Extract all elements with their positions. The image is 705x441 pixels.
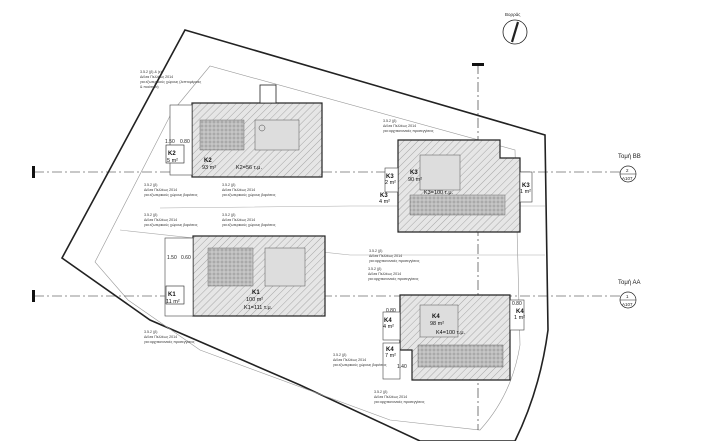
k2-area: 93 m² — [202, 165, 216, 171]
k3-labels: K3 90 m² K3=100 τ.μ. K3 2 m² K3 4 m² K3 … — [379, 170, 531, 205]
k2-total: K2=56 τ.μ. — [236, 165, 262, 171]
note-k1-tl-3: για εξωτερικούς χώρους βαρέσεις — [144, 223, 198, 227]
note-k2-bl-3: για εξωτερικούς χώρους βαρέσεις — [144, 193, 198, 197]
note-k2-top-1: 3.5.2 (β) & (ε) — [140, 70, 162, 74]
note-k1-b-3: για αρχιτεκτονικές προσεγγίσεις — [144, 340, 195, 344]
section-lines — [32, 63, 620, 430]
k4-dim-1: 1.40 — [397, 364, 407, 370]
section-bb-num: 2 — [626, 168, 629, 173]
section-aa-num: 1 — [626, 294, 629, 299]
note-k3-b-1: 3.5.2 (β) — [369, 249, 382, 253]
k3-code: K3 — [410, 170, 418, 176]
k2-small-area: 5 m² — [167, 158, 178, 164]
k4-small-code: K4 — [386, 347, 394, 353]
note-k1-tl-1: 3.5.2 (β) — [144, 213, 157, 217]
k3-right-code: K3 — [522, 183, 530, 189]
k4-right-area: 1 m² — [514, 315, 525, 321]
k4-labels: K4 98 m² K4=100 τ.μ. K4 7 m² K4 4 m² K4 … — [383, 301, 525, 370]
k3-right-area: 1 m² — [520, 189, 531, 195]
note-k2-br-3: για εξωτερικούς χώρους βαρέσεις — [222, 193, 276, 197]
note-k2-top-2: Δέλτα Πελλέως 2014 — [140, 75, 173, 79]
note-k3-b-2: Δέλτα Πελλέως 2014 — [369, 254, 402, 258]
k3-area: 90 m² — [408, 177, 422, 183]
note-k3-top-2: Δέλτα Πελλέως 2014 — [383, 124, 416, 128]
note-k2-br-2: Δέλτα Πελλέως 2014 — [222, 188, 255, 192]
k4-right-code: K4 — [516, 309, 524, 315]
note-k4-b-3: για αρχιτεκτονικές προσεγγίσεις — [374, 400, 425, 404]
note-k3-b-3: για αρχιτεκτονικές προσεγγίσεις — [369, 259, 420, 263]
note-k2-top-3: για εξωτερικούς χώρους (λεπτομέρειες — [140, 80, 201, 84]
k1-dim-1: 1.50 — [167, 255, 177, 261]
note-k1-tr-1: 3.5.2 (β) — [222, 213, 235, 217]
k1-dim-2: 0.60 — [181, 255, 191, 261]
k3-extra-code: K3 — [380, 193, 388, 199]
building-k1 — [164, 235, 326, 317]
note-k2-bl-1: 3.5.2 (β) — [144, 183, 157, 187]
k4-extra-area: 4 m² — [383, 324, 394, 330]
section-aa-title: Τομή ΑΑ — [618, 279, 640, 286]
note-k1-b-2: Δέλτα Πελλέως 2014 — [144, 335, 177, 339]
k1-labels: K1 100 m² K1=111 τ.μ. K1 11 m² 1.50 0.60 — [166, 255, 273, 311]
note-k4-l-1: 3.5.2 (β) — [333, 353, 346, 357]
k3-total: K3=100 τ.μ. — [424, 190, 454, 196]
notes: 3.5.2 (β) & (ε) Δέλτα Πελλέως 2014 για ε… — [140, 70, 434, 404]
k2-dim-1: 1.50 — [165, 139, 175, 145]
k4-code: K4 — [432, 314, 440, 320]
note-k4-top-3: για αρχιτεκτονικές προσεγγίσεις — [368, 277, 419, 281]
k3-small-area: 2 m² — [385, 180, 396, 186]
k4-small-area: 7 m² — [385, 353, 396, 359]
note-k3-top-1: 3.5.2 (β) — [383, 119, 396, 123]
k1-small-code: K1 — [168, 292, 176, 298]
note-k4-l-3: για εξωτερικούς χώρους βαρέσεις — [333, 363, 387, 367]
k2-small-code: K2 — [168, 151, 176, 157]
k2-code: K2 — [204, 158, 212, 164]
note-k4-b-2: Δέλτα Πελλέως 2014 — [374, 395, 407, 399]
note-k1-tr-3: για εξωτερικούς χώρους βαρέσεις — [222, 223, 276, 227]
building-k3 — [384, 139, 533, 233]
k2-dim-2: 0.80 — [180, 139, 190, 145]
k4-dim-3: 0.80 — [386, 308, 396, 314]
k2-labels: K2 93 m² K2=56 τ.μ. K2 5 m² 1.50 0.80 — [165, 139, 262, 171]
section-aa-ref: A107 — [622, 302, 633, 307]
section-bb-ref: A107 — [622, 176, 633, 181]
north-arrow: Βορράς — [502, 11, 528, 45]
note-k1-tl-2: Δέλτα Πελλέως 2014 — [144, 218, 177, 222]
k4-extra-code: K4 — [384, 318, 392, 324]
building-k2 — [165, 84, 323, 178]
k4-total: K4=100 τ.μ. — [436, 330, 466, 336]
note-k1-tr-2: Δέλτα Πελλέως 2014 — [222, 218, 255, 222]
note-k3-top-3: για αρχιτεκτονικές προσεγγίσεις — [383, 129, 434, 133]
note-k2-bl-2: Δέλτα Πελλέως 2014 — [144, 188, 177, 192]
note-k4-b-1: 3.5.2 (β) — [374, 390, 387, 394]
north-label: Βορράς — [505, 11, 521, 17]
note-k4-l-2: Δέλτα Πελλέως 2014 — [333, 358, 366, 362]
k3-small-code: K3 — [386, 174, 394, 180]
note-k4-top-1: 3.5.2 (β) — [368, 267, 381, 271]
building-k4 — [382, 294, 525, 381]
note-k2-br-1: 3.5.2 (β) — [222, 183, 235, 187]
k1-area: 100 m² — [246, 297, 263, 303]
k1-small-area: 11 m² — [166, 299, 180, 305]
section-marker-bb: Τομή ΒΒ 2 A107 — [618, 153, 641, 183]
k1-total: K1=111 τ.μ. — [244, 305, 273, 311]
note-k1-b-1: 3.5.2 (β) — [144, 330, 157, 334]
k4-area: 98 m² — [430, 321, 444, 327]
section-bb-title: Τομή ΒΒ — [618, 153, 641, 160]
note-k2-top-4: & ποιότητα) — [140, 85, 159, 89]
note-k4-top-2: Δέλτα Πελλέως 2014 — [368, 272, 401, 276]
k1-code: K1 — [252, 290, 260, 296]
section-marker-aa: Τομή ΑΑ 1 A107 — [618, 279, 640, 309]
k4-dim-2: 0.80 — [512, 301, 522, 307]
k3-extra-area: 4 m² — [379, 199, 390, 205]
